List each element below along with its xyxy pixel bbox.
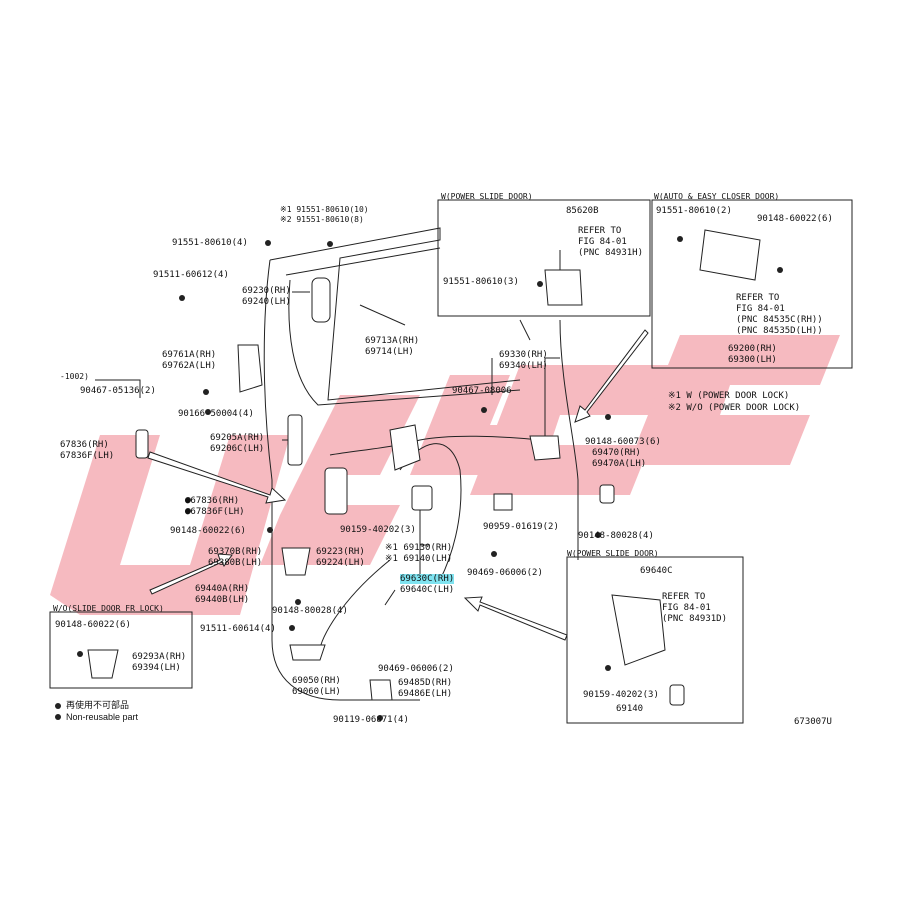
label-clip-h: 90469-06006(2) <box>467 568 543 578</box>
label-clip-a: 90467-05136(2) <box>80 386 156 396</box>
inset-closer-screw-b: 90148-60022(6) <box>757 214 833 224</box>
inset-closer-refer2: FIG 84-01 <box>736 304 785 314</box>
label-screw-h: 90148-80028(4) <box>272 606 348 616</box>
label-screw-g: 90159-40202(3) <box>340 525 416 535</box>
inset-bottom-refer3: (PNC 84931D) <box>662 614 728 624</box>
label-clip-c: 90467-08006 <box>452 386 512 396</box>
inset-bottom-screw: 90159-40202(3) <box>583 690 659 700</box>
inset-bottom-title: W(POWER SLIDE DOOR) <box>567 549 659 558</box>
label-cover-lh: 69762A(LH) <box>162 361 217 371</box>
inset-bottom-refer2: FIG 84-01 <box>662 603 711 613</box>
label-cable-rh[interactable]: 69630C(RH) <box>400 574 455 584</box>
label-handle-rh: 69230(RH) <box>242 286 291 296</box>
label-hinge-rh: 69440A(RH) <box>195 584 250 594</box>
label-striker-lh: 69060(LH) <box>292 687 341 697</box>
label-range: -1002) <box>60 372 89 381</box>
label-striker-rh: 69050(RH) <box>292 676 341 686</box>
label-bolt-left: 91511-60612(4) <box>153 270 229 280</box>
inset-closer-refer1: REFER TO <box>736 293 780 303</box>
label-lock-lh: 69340(LH) <box>499 361 548 371</box>
note-power-door-lock: ※1 W (POWER DOOR LOCK) <box>668 391 790 401</box>
inset-top-refer2: FIG 84-01 <box>578 237 627 247</box>
label-screw-left: 91551-80610(4) <box>172 238 248 248</box>
inset-bottom-part2: 69140 <box>616 704 644 714</box>
inset-wo-title: W/O(SLIDE DOOR FR LOCK) <box>53 604 164 613</box>
label-handle2-rh: 69205A(RH) <box>210 433 265 443</box>
label-cable-rh-text[interactable]: 69630C(RH) <box>400 574 455 584</box>
label-motor-rh: ※1 69130(RH) <box>385 543 453 553</box>
label-cover2-lh: ●67836F(LH) <box>185 507 245 517</box>
label-screw-f: 90148-60022(6) <box>170 526 246 536</box>
inset-top-title: W(POWER SLIDE DOOR) <box>441 192 533 201</box>
label-motor-lh: ※1 69140(LH) <box>385 554 453 564</box>
inset-closer-screw-a: 91551-80610(2) <box>656 206 732 216</box>
label-bracket-lh: 67836F(LH) <box>60 451 115 461</box>
inset-closer-part-rh: 69200(RH) <box>728 344 777 354</box>
label-lock-rh: 69330(RH) <box>499 350 548 360</box>
label-screw-top-a: ※1 91551-80610(10) <box>280 205 369 214</box>
label-bracket-rh: 67836(RH) <box>60 440 109 450</box>
inset-closer-refer4: (PNC 84535D(LH)) <box>736 326 823 336</box>
label-cover2-rh: ●67836(RH) <box>185 496 240 506</box>
label-lock2-rh: 69470(RH) <box>592 448 641 458</box>
inset-closer-refer3: (PNC 84535C(RH)) <box>736 315 823 325</box>
label-clip-b: 90166-50004(4) <box>178 409 254 419</box>
inset-top-part: 85620B <box>566 206 599 216</box>
label-remote-lh: 69224(LH) <box>316 558 365 568</box>
label-rod-lh: 69714(LH) <box>365 347 414 357</box>
inset-closer-part-lh: 69300(LH) <box>728 355 777 365</box>
label-stopper-lh: 69486E(LH) <box>398 689 453 699</box>
label-cover-rh: 69761A(RH) <box>162 350 217 360</box>
label-screw-top-b: ※2 91551-80610(8) <box>280 215 364 224</box>
label-clip-f: 90959-01619(2) <box>483 522 559 532</box>
label-handle-lh: 69240(LH) <box>242 297 291 307</box>
inset-bottom-part: 69640C <box>640 566 673 576</box>
label-handle2-lh: 69206C(LH) <box>210 444 265 454</box>
label-clip-i: 90469-06006(2) <box>378 664 454 674</box>
inset-top-refer3: (PNC 84931H) <box>578 248 644 258</box>
label-screw-e: 90148-80028(4) <box>578 531 654 541</box>
label-rod-rh: 69713A(RH) <box>365 336 420 346</box>
inset-top-refer1: REFER TO <box>578 226 622 236</box>
label-hinge-lh: 69440B(LH) <box>195 595 250 605</box>
inset-wo-part-lh: 69394(LH) <box>132 663 181 673</box>
label-screw-j: 90119-06871(4) <box>333 715 409 725</box>
legend-jp: 再使用不可部品 <box>66 701 130 711</box>
label-bolt-i: 91511-60614(4) <box>200 624 276 634</box>
note-no-power-door-lock: ※2 W/O (POWER DOOR LOCK) <box>668 403 801 413</box>
label-screw-d: 90148-60073(6) <box>585 437 661 447</box>
label-lock3-lh: 69380B(LH) <box>208 558 263 568</box>
label-lock2-lh: 69470A(LH) <box>592 459 647 469</box>
inset-wo-part-rh: 69293A(RH) <box>132 652 187 662</box>
label-lock3-rh: 69370B(RH) <box>208 547 263 557</box>
inset-wo-screw: 90148-60022(6) <box>55 620 131 630</box>
inset-closer-title: W(AUTO & EASY CLOSER DOOR) <box>654 192 780 201</box>
inset-top-screw: 91551-80610(3) <box>443 277 519 287</box>
inset-bottom-refer1: REFER TO <box>662 592 706 602</box>
diagram-code: 673007U <box>794 717 832 727</box>
legend-en: Non-reusable part <box>66 712 139 722</box>
label-stopper-rh: 69485D(RH) <box>398 678 453 688</box>
label-remote-rh: 69223(RH) <box>316 547 365 557</box>
label-cable-lh: 69640C(LH) <box>400 585 455 595</box>
